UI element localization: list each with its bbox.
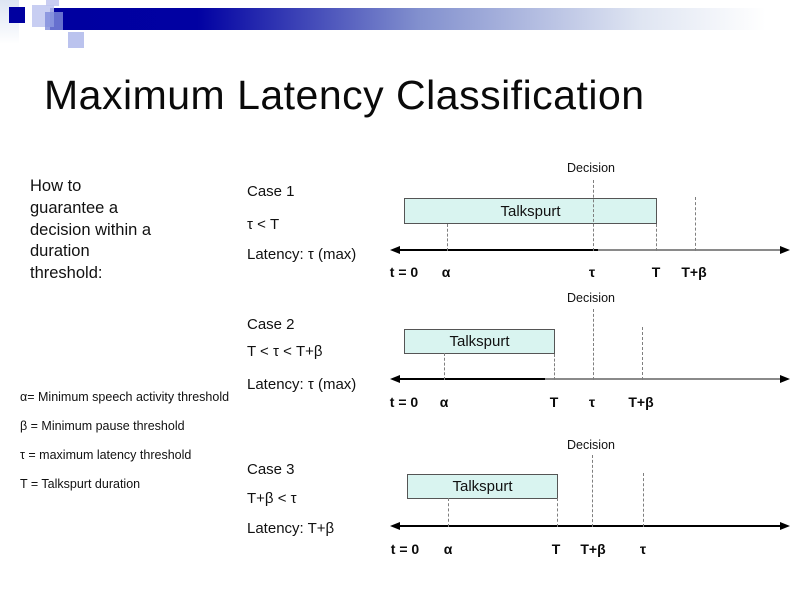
axis-tick-label: τ — [588, 264, 596, 280]
axis-tick-label: t = 0 — [389, 264, 419, 280]
axis-tick-label: T+β — [580, 541, 606, 557]
dashed-guide-T — [557, 498, 558, 527]
decision-label: Decision — [567, 438, 615, 452]
left-arrowhead-icon — [390, 375, 400, 383]
axis-tick-label: t = 0 — [389, 394, 419, 410]
timeline-axis — [398, 378, 545, 380]
talkspurt-label: Talkspurt — [500, 202, 561, 220]
decor-square — [45, 12, 63, 30]
timeline-axis — [398, 525, 783, 527]
timeline-axis-gray — [598, 249, 782, 251]
dashed-guide-tau — [593, 309, 594, 380]
timeline-axis-gray — [545, 378, 782, 380]
right-arrowhead-icon — [780, 246, 790, 254]
talkspurt-label: Talkspurt — [452, 478, 513, 495]
axis-tick-label: T+β — [628, 394, 654, 410]
timeline-axis — [398, 249, 598, 251]
axis-tick-label: α — [441, 264, 451, 280]
dashed-guide-alpha — [448, 498, 449, 527]
decor-square — [9, 7, 25, 23]
decision-label: Decision — [567, 291, 615, 305]
case3-latency: Latency: T+β — [247, 520, 335, 537]
left-arrowhead-icon — [390, 522, 400, 530]
right-arrowhead-icon — [780, 375, 790, 383]
talkspurt-box: Talkspurt — [404, 198, 657, 224]
dashed-guide-alpha — [447, 224, 448, 251]
dashed-guide-T — [656, 224, 657, 251]
case1-latency: Latency: τ (max) — [247, 246, 357, 263]
talkspurt-label: Talkspurt — [449, 333, 510, 350]
case2-condition: T < τ < T+β — [247, 343, 323, 360]
decor-square — [68, 32, 84, 48]
axis-tick-label: α — [439, 394, 449, 410]
talkspurt-box: Talkspurt — [404, 329, 555, 354]
dashed-guide-T-beta — [695, 197, 696, 251]
decor-square — [46, 0, 59, 6]
axis-tick-label: τ — [639, 541, 647, 557]
axis-tick-label: T — [551, 541, 561, 557]
case1-name: Case 1 — [247, 183, 295, 200]
axis-tick-label: t = 0 — [390, 541, 420, 557]
slide-title: Maximum Latency Classification — [44, 72, 645, 118]
legend-item-T: T = Talkspurt duration — [20, 477, 141, 491]
dashed-guide-tau — [593, 180, 594, 251]
legend: α= Minimum speech activity threshold β =… — [20, 383, 229, 499]
dashed-guide-tau — [643, 473, 644, 527]
dashed-guide-T-beta — [642, 327, 643, 380]
case3-name: Case 3 — [247, 461, 295, 478]
dashed-guide-T-beta — [592, 455, 593, 527]
legend-item-beta: β = Minimum pause threshold — [20, 419, 185, 433]
right-arrowhead-icon — [780, 522, 790, 530]
legend-item-alpha: α= Minimum speech activity threshold — [20, 390, 230, 404]
decor-gradient-bar — [50, 8, 788, 30]
axis-tick-label: T — [549, 394, 559, 410]
dashed-guide-T — [554, 354, 555, 380]
left-arrowhead-icon — [390, 246, 400, 254]
case2-latency: Latency: τ (max) — [247, 376, 357, 393]
intro-line: decision within a — [30, 220, 152, 239]
intro-line: How to — [30, 177, 82, 195]
decision-label: Decision — [567, 161, 615, 175]
axis-tick-label: α — [443, 541, 453, 557]
talkspurt-box: Talkspurt — [407, 474, 558, 499]
intro-line: guarantee a — [30, 198, 119, 217]
case3-condition: T+β < τ — [247, 490, 297, 507]
axis-tick-label: T — [651, 264, 661, 280]
dashed-guide-alpha — [444, 353, 445, 380]
intro-line: duration — [30, 242, 90, 261]
case1-condition: τ < T — [247, 216, 280, 233]
axis-tick-label: T+β — [681, 264, 707, 280]
case2-name: Case 2 — [247, 316, 295, 333]
axis-tick-label: τ — [588, 394, 596, 410]
intro-text: How to guarantee a decision within a dur… — [30, 176, 151, 285]
intro-line: threshold: — [30, 264, 103, 283]
legend-item-tau: τ = maximum latency threshold — [20, 448, 192, 462]
